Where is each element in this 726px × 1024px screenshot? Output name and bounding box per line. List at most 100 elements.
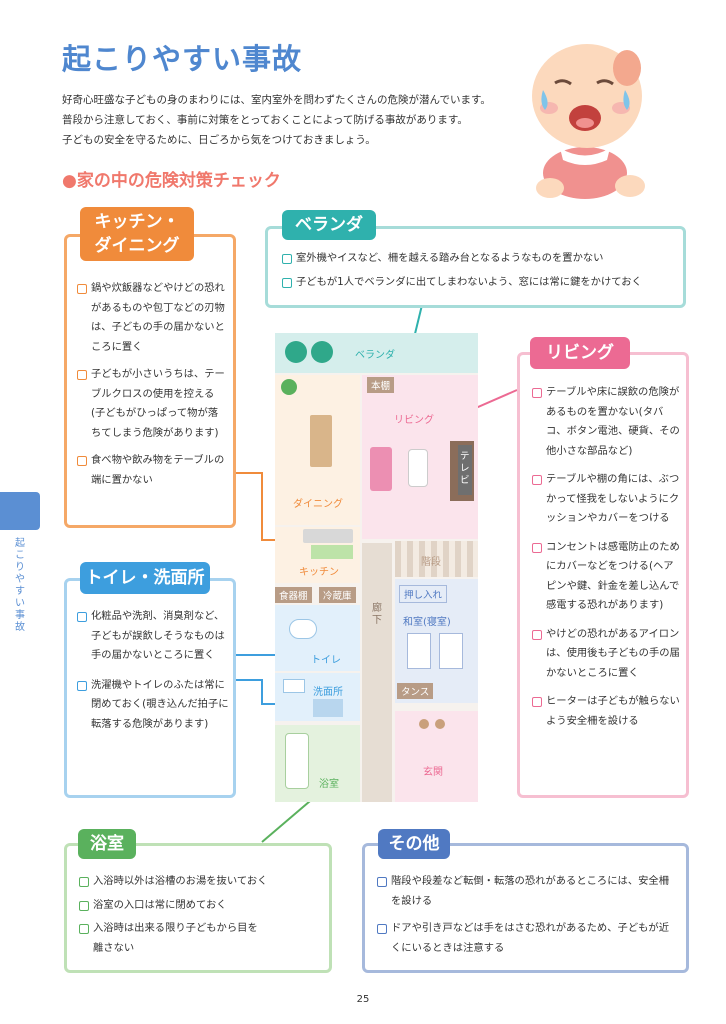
floorplan-kitchen: キッチン [275,527,360,583]
page-title: 起こりやすい事故 [62,42,303,76]
toilet-checklist: 化粧品や洗剤、消臭剤など、子どもが誤飲しそうなものは手の届かないところに置く 洗… [77,607,229,742]
sofa-icon [370,447,392,491]
floorplan-veranda-label: ベランダ [355,350,395,361]
checkbox-icon [77,612,87,622]
floorplan-dining-label: ダイニング [293,499,343,510]
plant-icon [311,341,333,363]
checklist-item: 子どもが小さいうちは、テーブルクロスの使用を控える(子どもがひっぱって物が落ちて… [77,365,227,443]
checklist-item: テーブルや棚の角には、ぶつかって怪我をしないようにクッションやカバーをつける [532,470,682,529]
checklist-item: 入浴時以外は浴槽のお湯を抜いておく [79,872,324,892]
floorplan-bedroom-label: 和室(寝室) [403,617,451,628]
living-checklist: テーブルや床に誤飲の危険があるものを置かない(タバコ、ボタン電池、硬貨、その他小… [532,383,682,739]
side-tab [0,492,40,530]
veranda-checklist: 室外機やイスなど、柵を越える踏み台となるようなものを置かない 子どもが1人でベラ… [282,249,677,300]
checkbox-icon [77,370,87,380]
checkbox-icon [532,629,542,640]
checklist-item: ヒーターは子どもが触らないよう安全柵を設ける [532,692,682,731]
washer-icon [313,699,343,717]
checkbox-icon [532,388,542,398]
checkbox-icon [77,680,87,691]
checkbox-icon [79,924,89,934]
other-checklist: 階段や段差など転倒・転落の恐れがあるところには、安全柵を設ける ドアや引き戸など… [377,872,677,966]
checkbox-icon [532,475,542,485]
checklist-item: テーブルや床に誤飲の危険があるものを置かない(タバコ、ボタン電池、硬貨、その他小… [532,383,682,461]
bath-checklist: 入浴時以外は浴槽のお湯を抜いておく 浴室の入口は常に閉めておく 入浴時は出来る限… [79,872,324,966]
floorplan-living: テレビ リビング [362,375,478,539]
bullet-dot-icon: ● [62,171,77,191]
living-label: リビング [530,337,630,369]
checkbox-icon [532,697,542,707]
futon-icon [407,633,431,669]
plant-icon [285,341,307,363]
floorplan-dresser-label: タンス [397,683,434,699]
floorplan-bathroom: 浴室 [275,725,360,802]
checklist-item: ドアや引き戸などは手をはさむ恐れがあるため、子どもが近くにいるときは注意する [377,919,677,958]
checklist-item: やけどの恐れがあるアイロンは、使用後も子どもの手の届かないところに置く [532,625,682,684]
plant-icon [281,379,297,395]
floor-plan: ベランダ テレビ リビング 本棚 ダイニング キッチン 食器棚 冷蔵庫 階段 廊… [275,333,478,802]
checklist-item: 階段や段差など転倒・転落の恐れがあるところには、安全柵を設ける [377,872,677,911]
side-tab-label: 起 こ り や す い 事 故 [15,538,25,633]
checkbox-icon [77,456,87,466]
checkbox-icon [377,924,387,934]
checklist-item: 食べ物や飲み物をテーブルの端に置かない [77,451,227,490]
floorplan-living-label: リビング [394,415,434,426]
other-label: その他 [378,829,450,859]
bathroom-label: 浴室 [78,829,136,859]
checkbox-icon [79,900,89,911]
intro-line: 普段から注意しておく、事前に対策をとっておくことによって防げる事故があります。 [62,114,468,126]
kitchen-dining-label: キッチン・ ダイニング [80,207,194,261]
kitchen-checklist: 鍋や炊飯器などやけどの恐れがあるものや包丁などの刃物は、子どもの手の届かないとこ… [77,279,227,498]
floorplan-corridor-label: 廊下 [372,603,382,626]
kitchen-dining-box: 鍋や炊飯器などやけどの恐れがあるものや包丁などの刃物は、子どもの手の届かないとこ… [64,234,236,528]
floorplan-corridor: 廊下 [362,543,392,802]
floorplan-toilet-label: トイレ [311,655,341,666]
futon-icon [439,633,463,669]
floorplan-dining: ダイニング [275,375,360,525]
checklist-item: コンセントは感電防止のためにカバーなどをつける(ヘアピンや鍵、針金を差し込んで感… [532,538,682,616]
shoe-icon [419,719,429,729]
floorplan-entrance-label: 玄関 [423,767,443,778]
shoe-icon [435,719,445,729]
floorplan-toilet: トイレ [275,605,360,671]
checkbox-icon [77,284,87,294]
checkbox-icon [532,542,542,553]
sink-icon [283,679,305,693]
intro-line: 子どもの安全を守るために、日ごろから気をつけておきましょう。 [62,134,376,146]
veranda-label: ベランダ [282,210,376,240]
checklist-item: 鍋や炊飯器などやけどの恐れがあるものや包丁などの刃物は、子どもの手の届かないとこ… [77,279,227,357]
bathroom-box: 入浴時以外は浴槽のお湯を抜いておく 浴室の入口は常に閉めておく 入浴時は出来る限… [64,843,332,973]
crying-baby-illustration [532,44,645,199]
other-box: 階段や段差など転倒・転落の恐れがあるところには、安全柵を設ける ドアや引き戸など… [362,843,689,973]
checkbox-icon [377,877,387,887]
floorplan-fridge-label: 冷蔵庫 [319,587,356,603]
floorplan-cupboard-label: 食器棚 [275,587,312,603]
checklist-item: 化粧品や洗剤、消臭剤など、子どもが誤飲しそうなものは手の届かないところに置く [77,607,229,666]
checkbox-icon [79,877,89,887]
toilet-icon [289,619,317,639]
stove-icon [303,529,353,543]
floorplan-bedroom: 押し入れ 和室(寝室) タンス [395,579,478,703]
floorplan-tv-label: テレビ [460,451,470,486]
floorplan-entrance: 玄関 [395,711,478,802]
living-box: テーブルや床に誤飲の危険があるものを置かない(タバコ、ボタン電池、硬貨、その他小… [517,352,689,798]
checklist-item: 室外機やイスなど、柵を越える踏み台となるようなものを置かない [282,249,677,269]
floorplan-closet-label: 押し入れ [399,585,448,603]
floorplan-stairs: 階段 [395,541,478,577]
floorplan-bookshelf-label: 本棚 [367,377,395,393]
section-title: ●家の中の危険対策チェック [62,171,281,191]
checklist-item: 子どもが1人でベランダに出てしまわないよう、窓には常に鍵をかけておく [282,273,677,293]
tv-screen [458,445,472,495]
intro-line: 好奇心旺盛な子どもの身のまわりには、室内室外を問わずたくさんの危険が潜んでいます… [62,94,491,106]
checkbox-icon [282,277,292,288]
table-icon [408,449,428,487]
checklist-item: 入浴時は出来る限り子どもから目を離さない [79,919,264,958]
floorplan-veranda: ベランダ [275,333,478,373]
bathtub-icon [285,733,309,789]
floorplan-washroom: 洗面所 [275,673,360,721]
intro-text: 好奇心旺盛な子どもの身のまわりには、室内室外を問わずたくさんの危険が潜んでいます… [62,90,532,150]
floorplan-bathroom-label: 浴室 [319,779,339,790]
checklist-item: 洗濯機やトイレのふたは常に閉めておく(覗き込んだ拍子に転落する危険があります) [77,676,229,735]
checklist-item: 浴室の入口は常に閉めておく [79,896,324,916]
page-number: 25 [356,994,370,1005]
